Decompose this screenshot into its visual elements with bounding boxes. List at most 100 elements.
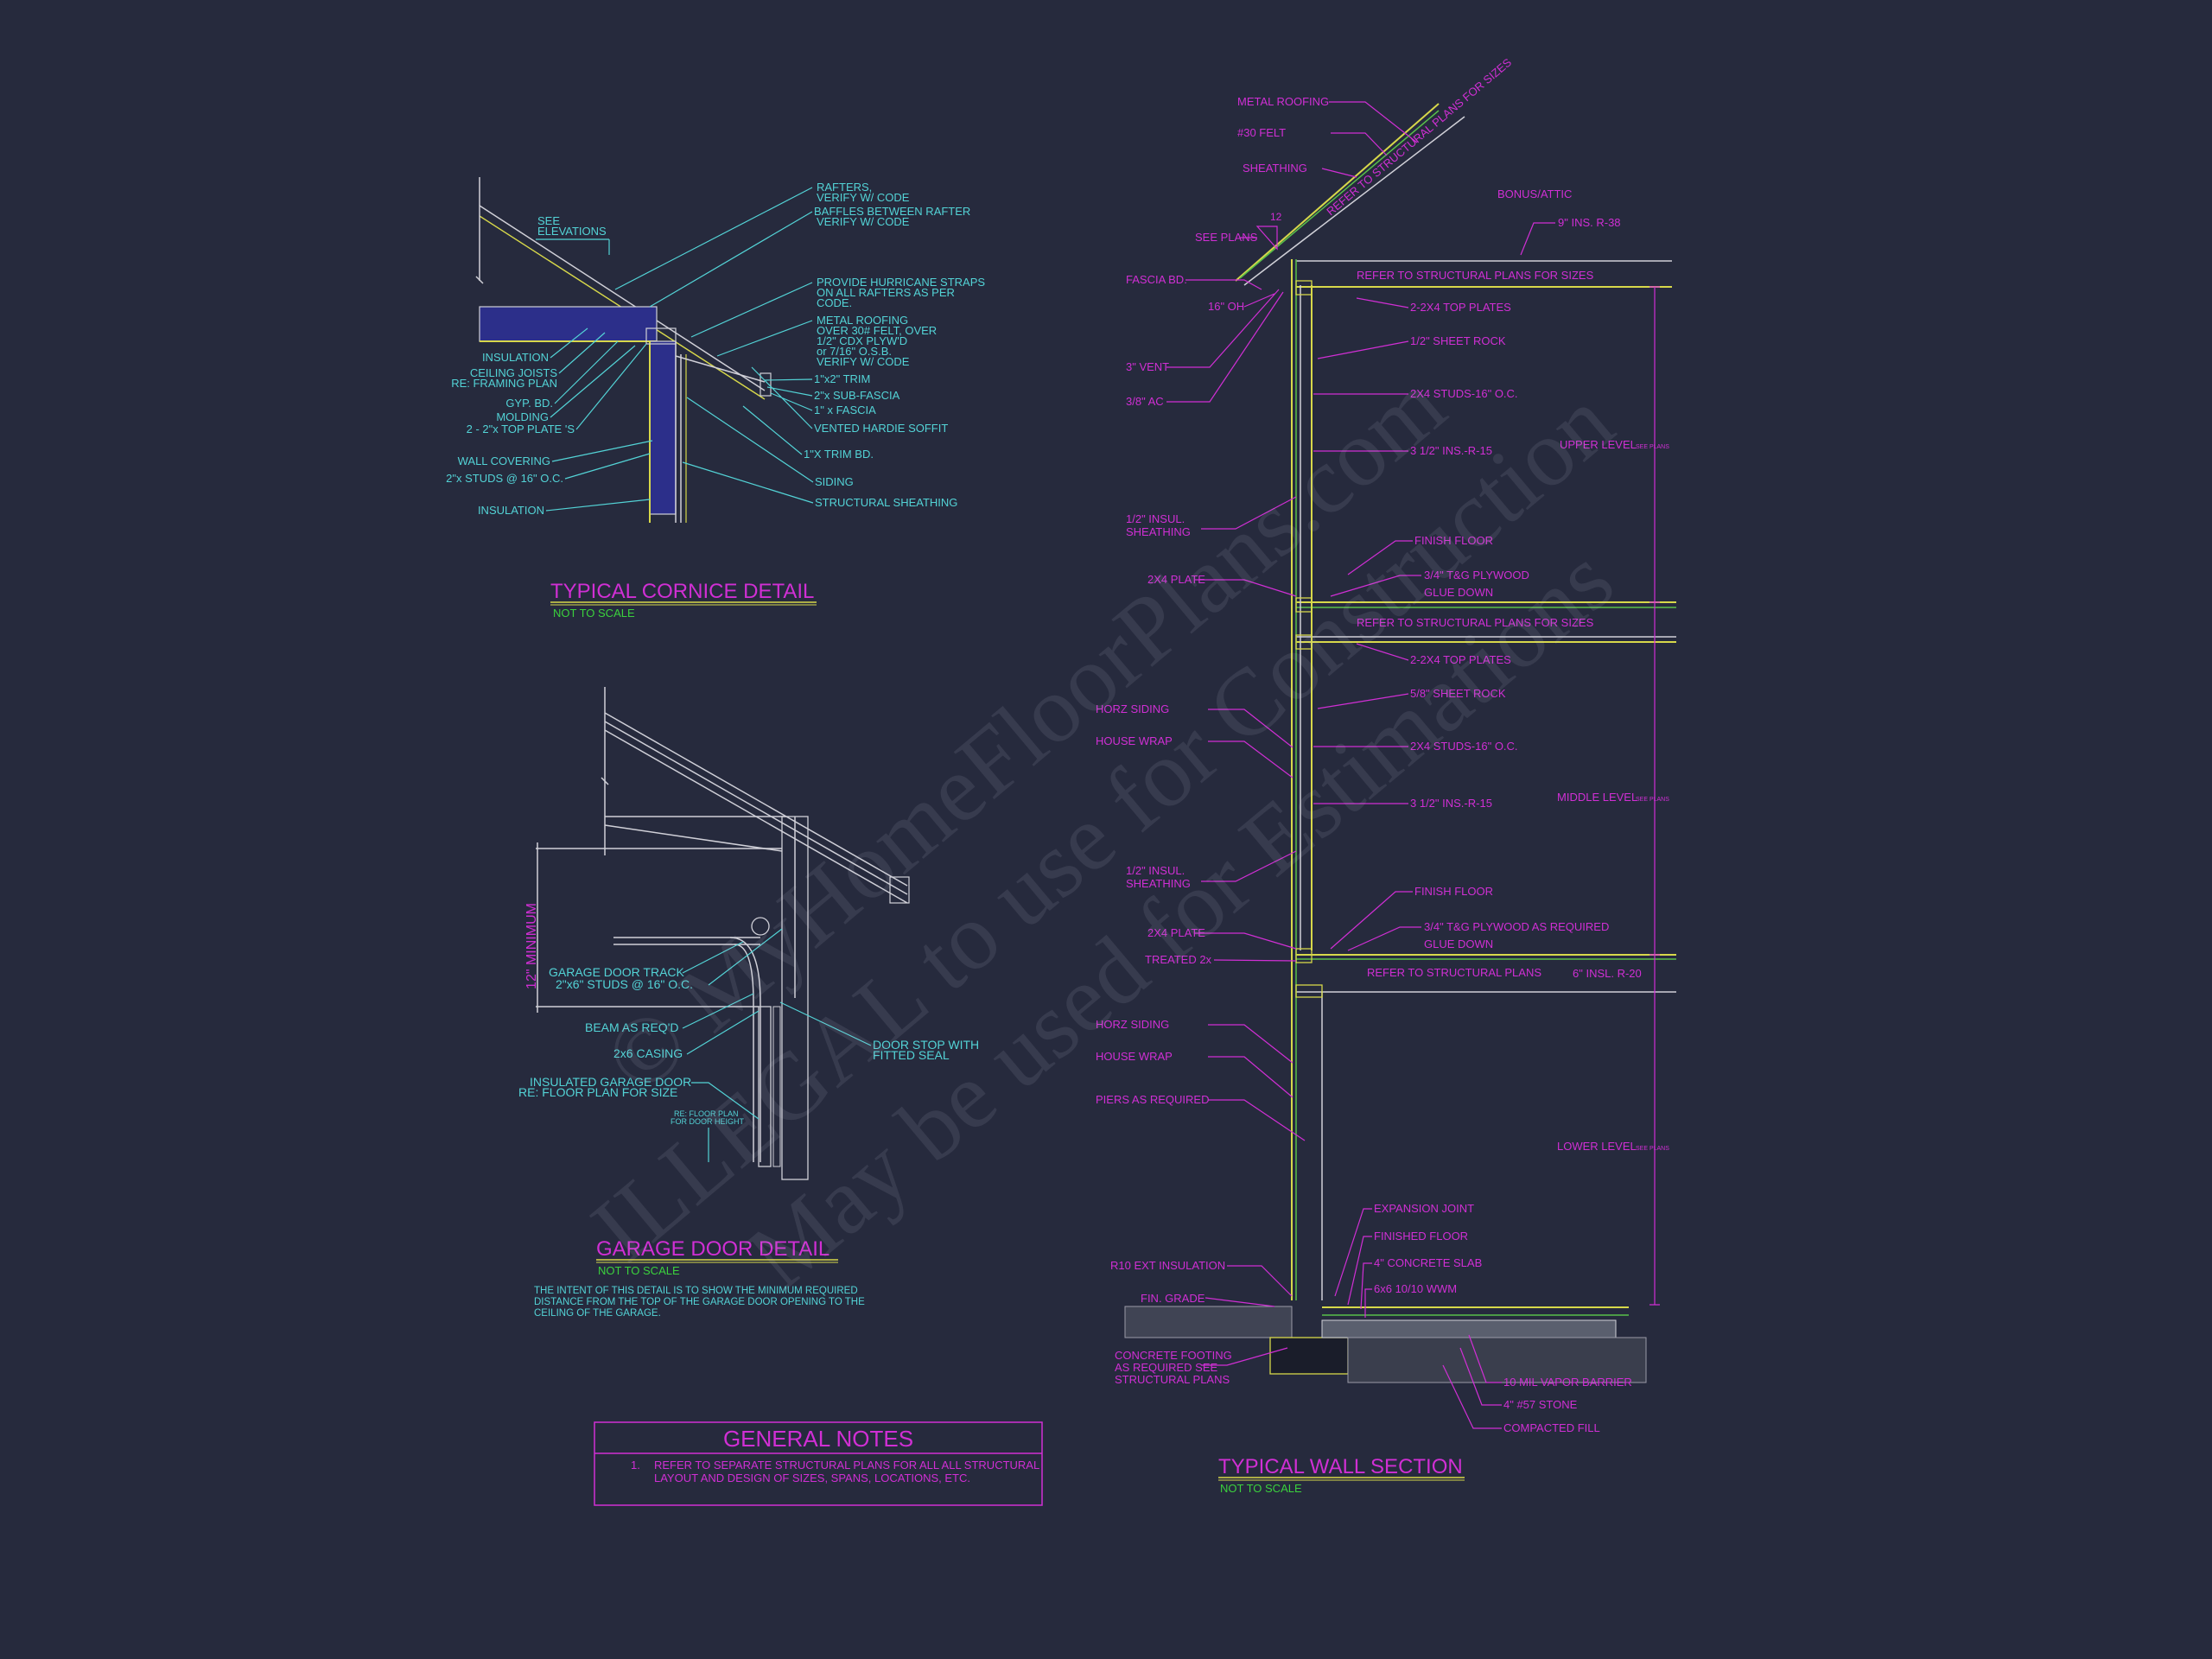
garage-title: GARAGE DOOR DETAIL xyxy=(596,1237,830,1261)
cornice-label-soffit: VENTED HARDIE SOFFIT xyxy=(814,422,948,435)
cornice-scale: NOT TO SCALE xyxy=(553,607,635,620)
wall-scale: NOT TO SCALE xyxy=(1220,1482,1302,1495)
wall-title: TYPICAL WALL SECTION xyxy=(1218,1455,1463,1478)
cornice-label-sheathing: STRUCTURAL SHEATHING xyxy=(815,496,957,509)
wall-label-top-plates-2: 2-2X4 TOP PLATES xyxy=(1410,653,1511,666)
cornice-label-plywd: 1/2" CDX PLYW'D xyxy=(817,334,907,347)
wall-label-ac: 3/8" AC xyxy=(1126,395,1164,408)
garage-note-3: CEILING OF THE GARAGE. xyxy=(534,1308,661,1319)
cornice-label-rafters-verify: VERIFY W/ CODE xyxy=(817,191,910,204)
wall-label-plate-1: 2X4 PLATE xyxy=(1147,573,1205,586)
wall-label-oh: 16" OH xyxy=(1208,300,1244,313)
general-notes-line-1: REFER TO SEPARATE STRUCTURAL PLANS FOR A… xyxy=(654,1459,1039,1471)
cornice-label-insulation: INSULATION xyxy=(482,351,549,364)
wall-label-footing-3: STRUCTURAL PLANS xyxy=(1115,1373,1230,1386)
wall-label-wwm: 6x6 10/10 WWM xyxy=(1374,1282,1457,1295)
cornice-label-metal-roofing: METAL ROOFING xyxy=(817,314,908,327)
wall-upper-level: UPPER LEVEL xyxy=(1560,438,1637,451)
cornice-label-ceiling-joists: CEILING JOISTS xyxy=(470,366,557,379)
cornice-label-wall-covering: WALL COVERING xyxy=(458,454,550,467)
garage-dim-label: 12" MINIMUM xyxy=(524,903,539,989)
wall-label-horz-siding-2: HORZ SIDING xyxy=(1096,1018,1169,1031)
wall-pitch: 12 xyxy=(1270,211,1282,223)
wall-label-plate-2: 2X4 PLATE xyxy=(1147,926,1205,939)
wall-label-vent: 3" VENT xyxy=(1126,360,1169,373)
garage-label-door-stop: DOOR STOP WITH xyxy=(873,1038,979,1052)
wall-label-finished-floor: FINISHED FLOOR xyxy=(1374,1230,1468,1243)
general-notes-title: GENERAL NOTES xyxy=(723,1426,913,1452)
wall-label-studs-2: 2X4 STUDS-16" O.C. xyxy=(1410,740,1518,753)
cornice-label-fascia: 1" x FASCIA xyxy=(814,404,876,416)
wall-label-sheathing-1: SHEATHING xyxy=(1126,525,1191,538)
garage-detail: 12" MINIMUM GARAGE DOOR TRACK 2"x6" STUD… xyxy=(518,687,979,1319)
cornice-see-elev-2: ELEVATIONS xyxy=(537,225,607,238)
garage-label-door: INSULATED GARAGE DOOR xyxy=(530,1075,691,1089)
cornice-label-trim-bd: 1"X TRIM BD. xyxy=(804,448,874,461)
wall-label-house-wrap-1: HOUSE WRAP xyxy=(1096,734,1173,747)
garage-label-studs: 2"x6" STUDS @ 16" O.C. xyxy=(556,977,693,991)
cornice-label-insulation-2: INSULATION xyxy=(478,504,544,517)
cornice-label-hurricane-2: ON ALL RAFTERS AS PER xyxy=(817,286,955,299)
wall-label-finish-floor-1: FINISH FLOOR xyxy=(1414,534,1493,547)
cornice-detail: SEE ELEVATIONS INSULATION CEILING JOISTS… xyxy=(446,177,985,620)
cornice-label-baffles: BAFFLES BETWEEN RAFTER xyxy=(814,205,970,218)
wall-middle-level: MIDDLE LEVEL xyxy=(1557,791,1637,804)
wall-label-footing-1: CONCRETE FOOTING xyxy=(1115,1349,1232,1362)
wall-label-slab: 4" CONCRETE SLAB xyxy=(1374,1256,1482,1269)
general-notes-line-2: LAYOUT AND DESIGN OF SIZES, SPANS, LOCAT… xyxy=(654,1471,970,1484)
wall-label-plywood-2: 3/4" T&G PLYWOOD AS REQUIRED xyxy=(1424,920,1609,933)
wall-label-top-plates-1: 2-2X4 TOP PLATES xyxy=(1410,301,1511,314)
wall-label-fascia: FASCIA BD. xyxy=(1126,273,1187,286)
garage-label-track: GARAGE DOOR TRACK xyxy=(549,965,685,979)
cornice-label-rafters: RAFTERS, xyxy=(817,181,872,194)
wall-label-sheathing-2: SHEATHING xyxy=(1126,877,1191,890)
watermark: © MyHomeFloorPlans.com ILLEGAL to use fo… xyxy=(572,352,1632,1310)
cornice-see-elev-1: SEE xyxy=(537,214,560,227)
general-notes: GENERAL NOTES 1. REFER TO SEPARATE STRUC… xyxy=(594,1421,1043,1506)
cornice-label-sub-fascia: 2"x SUB-FASCIA xyxy=(814,389,900,402)
wall-upper-see-plans: SEE PLANS xyxy=(1636,444,1669,450)
wall-lower-level: LOWER LEVEL xyxy=(1557,1140,1637,1153)
wall-label-horz-siding-1: HORZ SIDING xyxy=(1096,702,1169,715)
wall-roof-text: REFER TO STRUCTURAL PLANS FOR SIZES xyxy=(1324,55,1514,218)
wall-label-insul-1: 1/2" INSUL. xyxy=(1126,512,1185,525)
wall-label-fill: COMPACTED FILL xyxy=(1503,1421,1600,1434)
cornice-label-framing-plan: RE: FRAMING PLAN xyxy=(451,377,557,390)
wall-label-bonus-attic: BONUS/ATTIC xyxy=(1497,188,1572,200)
wall-middle-structure: REFER TO STRUCTURAL PLANS FOR SIZES xyxy=(1357,616,1594,629)
cornice-label-baffles-verify: VERIFY W/ CODE xyxy=(817,215,910,228)
wall-label-insul-r15-1: 3 1/2" INS.-R-15 xyxy=(1410,444,1492,457)
wall-label-insul-r15-2: 3 1/2" INS.-R-15 xyxy=(1410,797,1492,810)
wall-middle-see-plans: SEE PLANS xyxy=(1636,797,1669,803)
garage-label-beam: BEAM AS REQ'D xyxy=(585,1020,678,1034)
wall-upper-structure: REFER TO STRUCTURAL PLANS FOR SIZES xyxy=(1357,269,1594,282)
garage-label-casing: 2x6 CASING xyxy=(613,1046,683,1060)
wall-label-piers: PIERS AS REQUIRED xyxy=(1096,1093,1209,1106)
cornice-label-siding: SIDING xyxy=(815,475,854,488)
wall-label-house-wrap-2: HOUSE WRAP xyxy=(1096,1050,1173,1063)
wall-label-glue-2: GLUE DOWN xyxy=(1424,938,1493,950)
wall-label-insul-2: 1/2" INSUL. xyxy=(1126,864,1185,877)
cornice-label-top-plates: 2 - 2"x TOP PLATE 'S xyxy=(467,423,575,435)
cornice-title: TYPICAL CORNICE DETAIL xyxy=(550,580,814,603)
cornice-label-studs: 2"x STUDS @ 16" O.C. xyxy=(446,472,563,485)
cornice-label-gyp-bd: GYP. BD. xyxy=(505,397,553,410)
wall-label-sheet-rock-1: 1/2" SHEET ROCK xyxy=(1410,334,1506,347)
wall-label-studs-1: 2X4 STUDS-16" O.C. xyxy=(1410,387,1518,400)
wall-label-ext-insul: R10 EXT INSULATION xyxy=(1110,1259,1225,1272)
wall-label-treated: TREATED 2x xyxy=(1145,953,1212,966)
wall-label-sheathing: SHEATHING xyxy=(1243,162,1307,175)
wall-label-stone: 4" #57 STONE xyxy=(1503,1398,1578,1411)
wall-label-felt: #30 FELT xyxy=(1237,126,1286,139)
garage-label-floor-plan: RE: FLOOR PLAN xyxy=(674,1109,739,1118)
garage-label-door-height: FOR DOOR HEIGHT xyxy=(671,1117,745,1126)
wall-label-expansion: EXPANSION JOINT xyxy=(1374,1202,1474,1215)
wall-label-vapor: 10 MIL VAPOR BARRIER xyxy=(1503,1376,1632,1389)
garage-label-seal: FITTED SEAL xyxy=(873,1048,950,1062)
wall-label-metal-roofing: METAL ROOFING xyxy=(1237,95,1329,108)
garage-note-2: DISTANCE FROM THE TOP OF THE GARAGE DOOR… xyxy=(534,1297,865,1307)
garage-note-1: THE INTENT OF THIS DETAIL IS TO SHOW THE… xyxy=(534,1286,858,1296)
cornice-label-felt: OVER 30# FELT, OVER xyxy=(817,324,937,337)
